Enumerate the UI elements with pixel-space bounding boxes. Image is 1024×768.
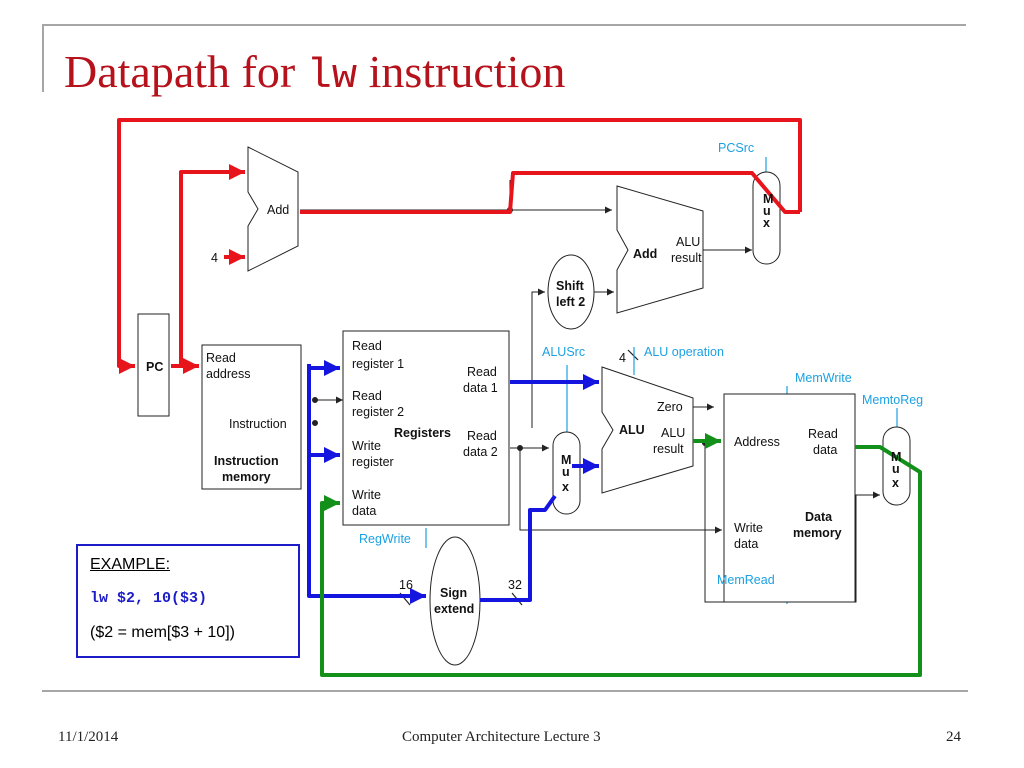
dmem-address-label: Address xyxy=(734,435,780,449)
example-code: lw $2, 10($3) xyxy=(90,590,208,607)
sign-extend-unit xyxy=(429,536,481,666)
title-code: lw xyxy=(306,52,358,100)
reg-write-a: Write xyxy=(352,439,381,453)
writeback-path-highlight xyxy=(320,433,922,677)
bus-width-label: 4 xyxy=(619,351,626,365)
alusrc-mux-m: M xyxy=(561,453,571,467)
dmem-write-2: data xyxy=(734,537,758,551)
data-memory xyxy=(723,393,856,603)
reg-rd1-b: data 1 xyxy=(463,381,498,395)
pc-adder xyxy=(247,146,299,272)
bits-32-label: 32 xyxy=(508,578,522,592)
imem-name-2: memory xyxy=(222,470,271,484)
const-four-label: 4 xyxy=(211,251,218,265)
alu-label: ALU xyxy=(619,423,645,437)
diagram-labels: PC Add 4 Read address Instruction Instru… xyxy=(146,141,923,616)
ctl-alu-operation: ALU operation xyxy=(644,345,724,359)
footer-course: Computer Architecture Lecture 3 xyxy=(402,729,601,745)
instruction-memory xyxy=(201,344,302,490)
pc-path-highlight xyxy=(117,118,802,374)
reg-rd1-a: Read xyxy=(467,365,497,379)
alu-result-1: ALU xyxy=(661,426,685,440)
slide-title: Datapath for lw instruction xyxy=(64,42,565,106)
shift-label-2: left 2 xyxy=(556,295,585,309)
memtoreg-mux-m: M xyxy=(891,450,901,464)
memtoreg-mux-u: u xyxy=(892,462,900,476)
pc-label: PC xyxy=(146,360,163,374)
ctl-memread: MemRead xyxy=(717,573,775,587)
dmem-read-1: Read xyxy=(808,427,838,441)
register-file xyxy=(342,330,510,526)
pcsrc-mux-x: x xyxy=(763,216,770,230)
reg-write-b: register xyxy=(352,455,394,469)
dmem-name-2: memory xyxy=(793,526,842,540)
alu-result-2: result xyxy=(653,442,684,456)
frame-top-line xyxy=(42,24,966,26)
ctl-memwrite: MemWrite xyxy=(795,371,852,385)
branch-add-result-1: ALU xyxy=(676,235,700,249)
bits-16-label: 16 xyxy=(399,578,413,592)
alu-src-mux xyxy=(552,431,581,515)
add-label: Add xyxy=(267,203,289,217)
memtoreg-mux-x: x xyxy=(892,476,899,490)
reg-wdata-b: data xyxy=(352,504,376,518)
shift-label-1: Shift xyxy=(556,279,585,293)
frame-bottom-line xyxy=(42,690,968,692)
reg-read1-a: Read xyxy=(352,339,382,353)
main-alu xyxy=(601,366,694,494)
pcsrc-mux-m: M xyxy=(763,192,773,206)
components xyxy=(137,146,911,666)
example-meaning: ($2 = mem[$3 + 10]) xyxy=(90,624,235,641)
example-box: EXAMPLE: lw $2, 10($3) ($2 = mem[$3 + 10… xyxy=(76,544,300,658)
register-path-highlight xyxy=(307,360,599,604)
branch-add-label: Add xyxy=(633,247,657,261)
reg-read1-b: register 1 xyxy=(352,357,404,371)
title-prefix: Datapath for xyxy=(64,46,307,97)
dmem-write-1: Write xyxy=(734,521,763,535)
reg-rd2-b: data 2 xyxy=(463,445,498,459)
ctl-memtoreg: MemtoReg xyxy=(862,393,923,407)
imem-instruction-label: Instruction xyxy=(229,417,287,431)
pcsrc-mux-u: u xyxy=(763,204,771,218)
pc-src-mux xyxy=(752,171,781,265)
footer-date: 11/1/2014 xyxy=(58,729,119,745)
reg-rd2-a: Read xyxy=(467,429,497,443)
frame-left-line xyxy=(42,24,44,92)
example-heading: EXAMPLE: xyxy=(90,556,171,573)
imem-address-label: address xyxy=(206,367,250,381)
branch-adder xyxy=(616,185,704,314)
shift-left-2 xyxy=(547,254,595,330)
reg-read2-a: Read xyxy=(352,389,382,403)
pc-register xyxy=(137,313,170,417)
imem-read-label: Read xyxy=(206,351,236,365)
sign-extend-2: extend xyxy=(434,602,474,616)
ctl-regwrite: RegWrite xyxy=(359,532,411,546)
imem-name-1: Instruction xyxy=(214,454,279,468)
reg-name: Registers xyxy=(394,426,451,440)
alusrc-mux-u: u xyxy=(562,465,570,479)
title-suffix: instruction xyxy=(357,46,566,97)
dmem-read-2: data xyxy=(813,443,837,457)
sign-extend-1: Sign xyxy=(440,586,467,600)
footer-page-number: 24 xyxy=(946,729,961,745)
reg-wdata-a: Write xyxy=(352,488,381,502)
ctl-pcsrc: PCSrc xyxy=(718,141,754,155)
ctl-alusrc: ALUSrc xyxy=(542,345,585,359)
reg-read2-b: register 2 xyxy=(352,405,404,419)
alusrc-mux-x: x xyxy=(562,480,569,494)
dmem-name-1: Data xyxy=(805,510,833,524)
alu-zero-label: Zero xyxy=(657,400,683,414)
branch-add-result-2: result xyxy=(671,251,702,265)
